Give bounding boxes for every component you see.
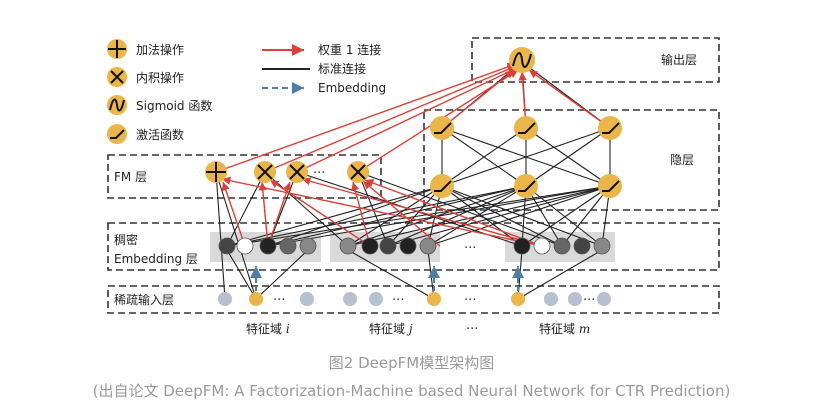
sparse-node xyxy=(544,292,558,306)
sparse-node xyxy=(218,292,232,306)
hidden-activation-node xyxy=(598,116,622,140)
embedding-node xyxy=(259,237,277,255)
legend-weight1: 权重 1 连接 xyxy=(318,42,381,57)
output-layer-label: 输出层 xyxy=(661,52,697,67)
legend-inner-product: 内积操作 xyxy=(136,70,184,85)
field-label-m: 特征域 m xyxy=(539,321,590,336)
hidden-layer-label: 隐层 xyxy=(670,153,694,167)
embedding-node xyxy=(533,237,551,255)
hidden-activation-node xyxy=(598,174,622,198)
sparse-ellipsis: ··· xyxy=(273,293,285,308)
sparse-node xyxy=(343,292,357,306)
hidden-activation-node xyxy=(430,116,454,140)
embedding-node xyxy=(379,237,397,255)
embedding-node xyxy=(339,237,357,255)
sparse-layer-label: 稀疏输入层 xyxy=(114,292,174,307)
sparse-input-box xyxy=(107,285,720,314)
dense-ellipsis: ··· xyxy=(464,241,476,256)
embedding-node xyxy=(299,237,317,255)
field-label-i: 特征域 i xyxy=(246,321,290,336)
inner-product-icon xyxy=(107,67,127,87)
fm-inner-product-node xyxy=(286,161,308,183)
sparse-node xyxy=(369,292,383,306)
embedding-node xyxy=(279,237,297,255)
field-label-j: 特征域 j xyxy=(369,321,413,336)
fm-addition-node xyxy=(205,161,227,183)
figure-caption-source: (出自论文 DeepFM: A Factorization-Machine ba… xyxy=(92,382,731,400)
embedding-node xyxy=(513,237,531,255)
sparse-node-active xyxy=(511,292,525,306)
sparse-node-active xyxy=(249,292,263,306)
add-op-icon xyxy=(107,39,127,59)
legend-standard: 标准连接 xyxy=(318,61,366,76)
sparse-node-active xyxy=(427,292,441,306)
hidden-activation-node xyxy=(430,174,454,198)
legend-sigmoid: Sigmoid 函数 xyxy=(136,98,212,113)
deepfm-diagram: 加法操作 内积操作 Sigmoid 函数 激活函数 权重 1 连接 标准连接 E… xyxy=(107,37,720,337)
output-sigmoid-node xyxy=(509,47,535,73)
embedding-node xyxy=(419,237,437,255)
sigmoid-icon xyxy=(107,95,127,115)
sparse-ellipsis: ··· xyxy=(583,293,595,308)
hidden-layer-box xyxy=(423,109,720,211)
fm-inner-product-node xyxy=(347,161,369,183)
legend-activation: 激活函数 xyxy=(136,127,184,142)
sparse-node xyxy=(597,292,611,306)
hidden-activation-node xyxy=(514,116,538,140)
legend-add-op: 加法操作 xyxy=(136,42,184,57)
sparse-node xyxy=(568,292,582,306)
figure-caption-title: 图2 DeepFM模型架构图 xyxy=(328,354,495,372)
activation-icon xyxy=(107,124,127,144)
embedding-node xyxy=(361,237,379,255)
field-ellipsis: ··· xyxy=(466,322,478,337)
embedding-node xyxy=(236,237,254,255)
fm-layer-label: FM 层 xyxy=(114,170,147,184)
embedding-node xyxy=(593,237,611,255)
embedding-node xyxy=(399,237,417,255)
legend-embedding: Embedding xyxy=(318,81,386,95)
sparse-ellipsis: ··· xyxy=(392,293,404,308)
embedding-node xyxy=(573,237,591,255)
fm-inner-product-node xyxy=(254,161,276,183)
embedding-node xyxy=(218,237,236,255)
dense-layer-label-line1: 稠密 xyxy=(114,232,138,247)
dense-layer-label-line2: Embedding 层 xyxy=(114,252,198,266)
fm-layer-box xyxy=(107,154,382,199)
output-layer-box xyxy=(471,37,720,83)
sparse-node xyxy=(300,292,314,306)
hidden-activation-node xyxy=(514,174,538,198)
fm-ellipsis: ··· xyxy=(313,166,325,181)
dense-embedding-box xyxy=(107,222,720,271)
sparse-ellipsis: ··· xyxy=(464,293,476,308)
embedding-node xyxy=(553,237,571,255)
